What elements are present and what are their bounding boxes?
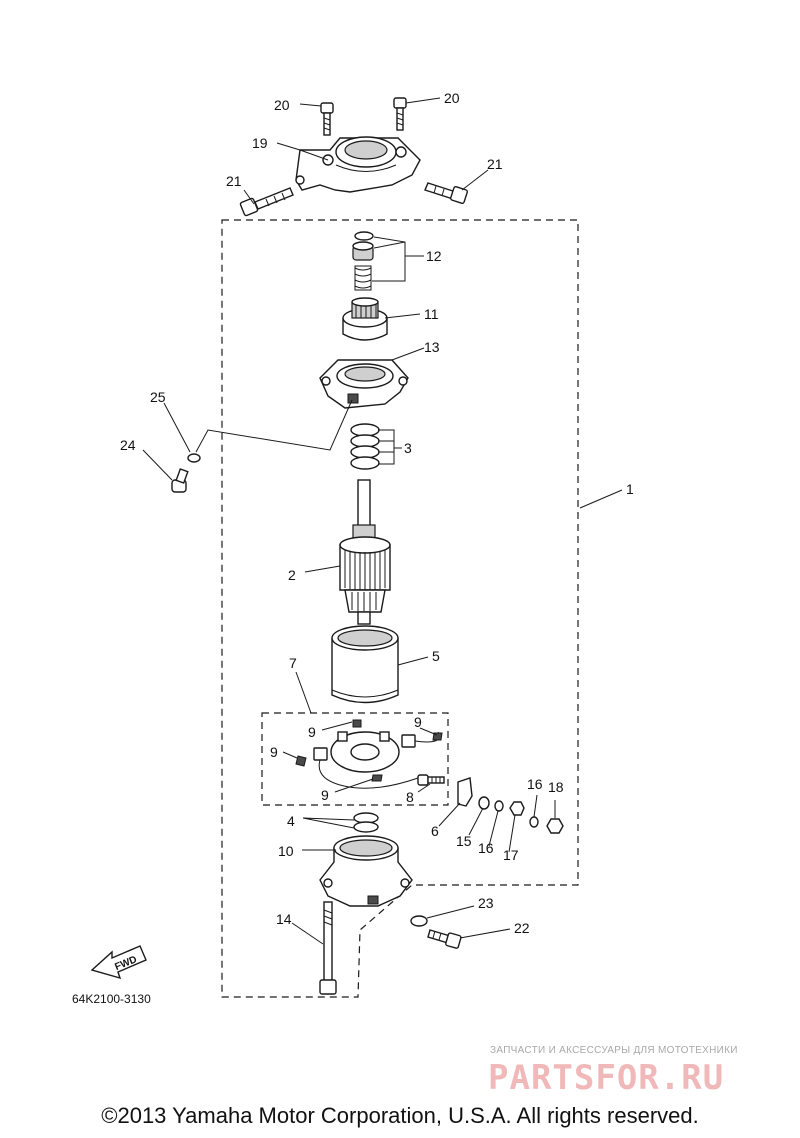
callout-9-a: 9 — [308, 724, 316, 740]
callout-3: 3 — [404, 440, 412, 456]
bolt-21-right — [424, 182, 469, 205]
washer-25 — [187, 453, 201, 463]
callout-9-b: 9 — [414, 714, 422, 730]
callout-19: 19 — [252, 135, 268, 151]
terminal-plate — [457, 777, 473, 807]
callout-5: 5 — [432, 648, 440, 664]
watermark-tagline: ЗАПЧАСТИ И АКСЕССУАРЫ ДЛЯ МОТОТЕХНИКИ — [490, 1045, 738, 1056]
top-end-bracket — [295, 136, 421, 193]
callout-17: 17 — [503, 847, 519, 863]
callout-1: 1 — [626, 481, 634, 497]
washer-15 — [478, 796, 490, 810]
brush-holder — [295, 719, 443, 789]
callout-labels: 20 20 19 21 21 12 11 13 25 24 3 1 2 5 7 … — [120, 90, 634, 936]
rear-washers — [353, 812, 379, 833]
brush-subassembly-outline — [261, 712, 449, 806]
diagram-code: 64K2100-3130 — [72, 992, 151, 1006]
callout-20-right: 20 — [444, 90, 460, 106]
nut-17 — [509, 801, 525, 816]
callout-25: 25 — [150, 389, 166, 405]
front-cover — [319, 359, 409, 409]
bolt-20-left — [320, 102, 334, 136]
callout-22: 22 — [514, 920, 530, 936]
callout-12: 12 — [426, 248, 442, 264]
callout-10: 10 — [278, 843, 294, 859]
fwd-arrow-icon: FWD — [90, 945, 147, 980]
callout-16-upper: 16 — [527, 776, 543, 792]
bolt-22 — [427, 929, 462, 949]
washer-23 — [410, 915, 428, 927]
callout-13: 13 — [424, 339, 440, 355]
watermark-logo[interactable]: PARTSFOR.RU — [488, 1058, 725, 1098]
washer-16b — [529, 816, 539, 828]
callout-11: 11 — [424, 306, 439, 322]
callout-21-left: 21 — [226, 173, 242, 189]
callout-21-right: 21 — [487, 156, 503, 172]
bolt-21-left — [239, 187, 294, 217]
callout-6: 6 — [431, 823, 439, 839]
washer-16a — [494, 800, 504, 812]
callout-24: 24 — [120, 437, 136, 453]
callout-9-c: 9 — [270, 744, 278, 760]
thrust-washers — [350, 423, 380, 470]
callout-15: 15 — [456, 833, 472, 849]
ground-lead — [195, 399, 353, 453]
armature — [339, 479, 391, 625]
pinion-stopper-set — [352, 231, 374, 291]
callout-20-left: 20 — [274, 97, 290, 113]
terminal-bolt — [417, 774, 445, 786]
pinion-gear — [342, 297, 388, 341]
callout-2: 2 — [288, 567, 296, 583]
leader-lines — [142, 97, 623, 945]
callout-16-lower: 16 — [478, 840, 494, 856]
callout-4: 4 — [287, 813, 295, 829]
callout-23: 23 — [478, 895, 494, 911]
bolt-20-right — [393, 97, 407, 131]
bolt-24 — [171, 468, 189, 493]
callout-14: 14 — [276, 911, 292, 927]
nut-18 — [546, 818, 564, 834]
callout-9-d: 9 — [321, 787, 329, 803]
yoke — [331, 625, 399, 704]
through-bolt — [319, 901, 337, 995]
rear-cover — [319, 835, 413, 907]
callout-8: 8 — [406, 789, 414, 805]
callout-18: 18 — [548, 779, 564, 795]
callout-7: 7 — [289, 655, 297, 671]
copyright-notice: ©2013 Yamaha Motor Corporation, U.S.A. A… — [101, 1103, 699, 1128]
